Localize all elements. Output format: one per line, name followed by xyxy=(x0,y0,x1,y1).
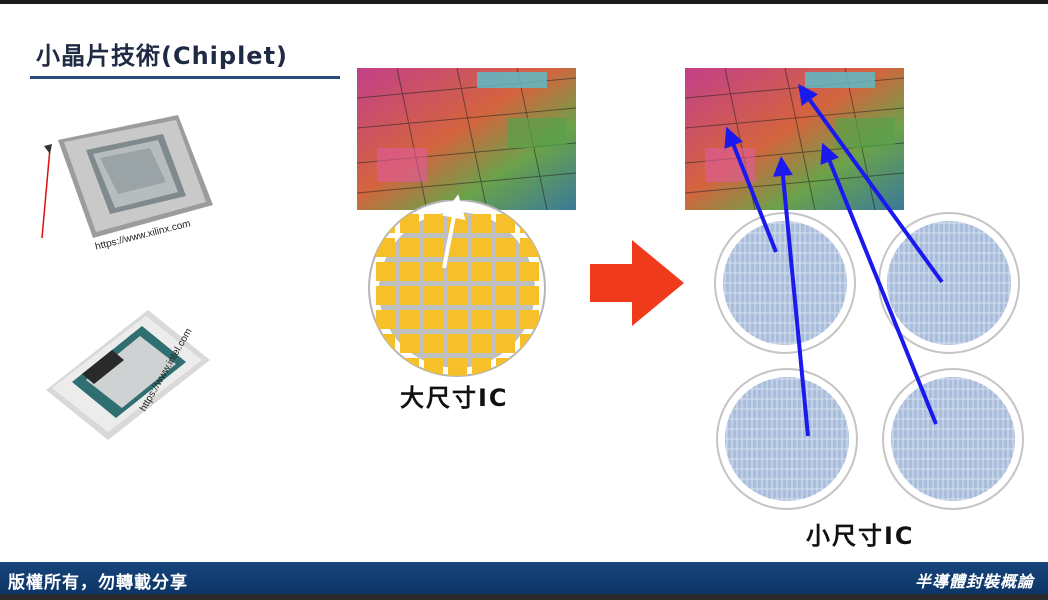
large-die xyxy=(400,334,419,353)
top-border xyxy=(0,0,1048,4)
large-die xyxy=(496,238,515,257)
large-die xyxy=(424,238,443,257)
course-name: 半導體封裝概論 xyxy=(914,572,1034,591)
large-die xyxy=(424,262,443,281)
large-die xyxy=(520,286,539,305)
large-die xyxy=(496,262,515,281)
small-die-pointer-arrow-4 xyxy=(820,142,938,425)
large-die xyxy=(424,286,443,305)
large-die xyxy=(400,238,419,257)
small-die-pointer-arrow-1 xyxy=(724,126,778,253)
large-die xyxy=(400,310,419,329)
large-die xyxy=(472,214,491,233)
large-die xyxy=(400,262,419,281)
large-die xyxy=(496,310,515,329)
small-die-wafer-4 xyxy=(882,368,1024,510)
large-die-wafer xyxy=(362,200,552,380)
large-die xyxy=(400,214,419,233)
large-die xyxy=(424,214,443,233)
xilinx-fpga-package-image xyxy=(38,110,218,250)
large-die xyxy=(376,262,395,281)
large-die xyxy=(448,334,467,353)
large-die xyxy=(448,358,467,376)
large-die xyxy=(472,286,491,305)
copyright-notice: 版權所有，勿轉載分享 xyxy=(8,573,188,593)
large-die xyxy=(472,238,491,257)
large-die xyxy=(400,286,419,305)
large-die xyxy=(448,310,467,329)
small-die-wafer-2 xyxy=(878,212,1020,354)
large-die xyxy=(448,238,467,257)
bottom-border xyxy=(0,594,1048,600)
large-die xyxy=(472,262,491,281)
large-die xyxy=(472,334,491,353)
large-die xyxy=(496,214,515,233)
large-die xyxy=(520,262,539,281)
red-arrow-right xyxy=(590,240,685,326)
large-die xyxy=(424,334,443,353)
small-die-photo xyxy=(685,68,904,210)
large-die xyxy=(376,310,395,329)
large-die xyxy=(376,286,395,305)
title-underline xyxy=(30,76,340,79)
large-die-pointer-arrow xyxy=(441,194,466,269)
small-die-pointer-arrow-2 xyxy=(798,83,944,284)
small-die-wafer-3 xyxy=(716,368,858,510)
small-die-pointer-arrow-3 xyxy=(773,156,810,437)
large-die xyxy=(448,262,467,281)
large-die xyxy=(472,310,491,329)
large-die xyxy=(496,334,515,353)
intel-package-image xyxy=(38,300,218,450)
large-die-photo xyxy=(357,68,576,210)
large-die xyxy=(496,286,515,305)
footer-bar: 版權所有，勿轉載分享 半導體封裝概論 xyxy=(0,562,1048,594)
large-ic-caption: 大尺寸IC xyxy=(400,384,509,412)
large-die xyxy=(520,310,539,329)
small-ic-caption: 小尺寸IC xyxy=(806,522,915,550)
large-die xyxy=(448,286,467,305)
slide-title: 小晶片技術(Chiplet) xyxy=(36,42,289,70)
large-die xyxy=(424,310,443,329)
